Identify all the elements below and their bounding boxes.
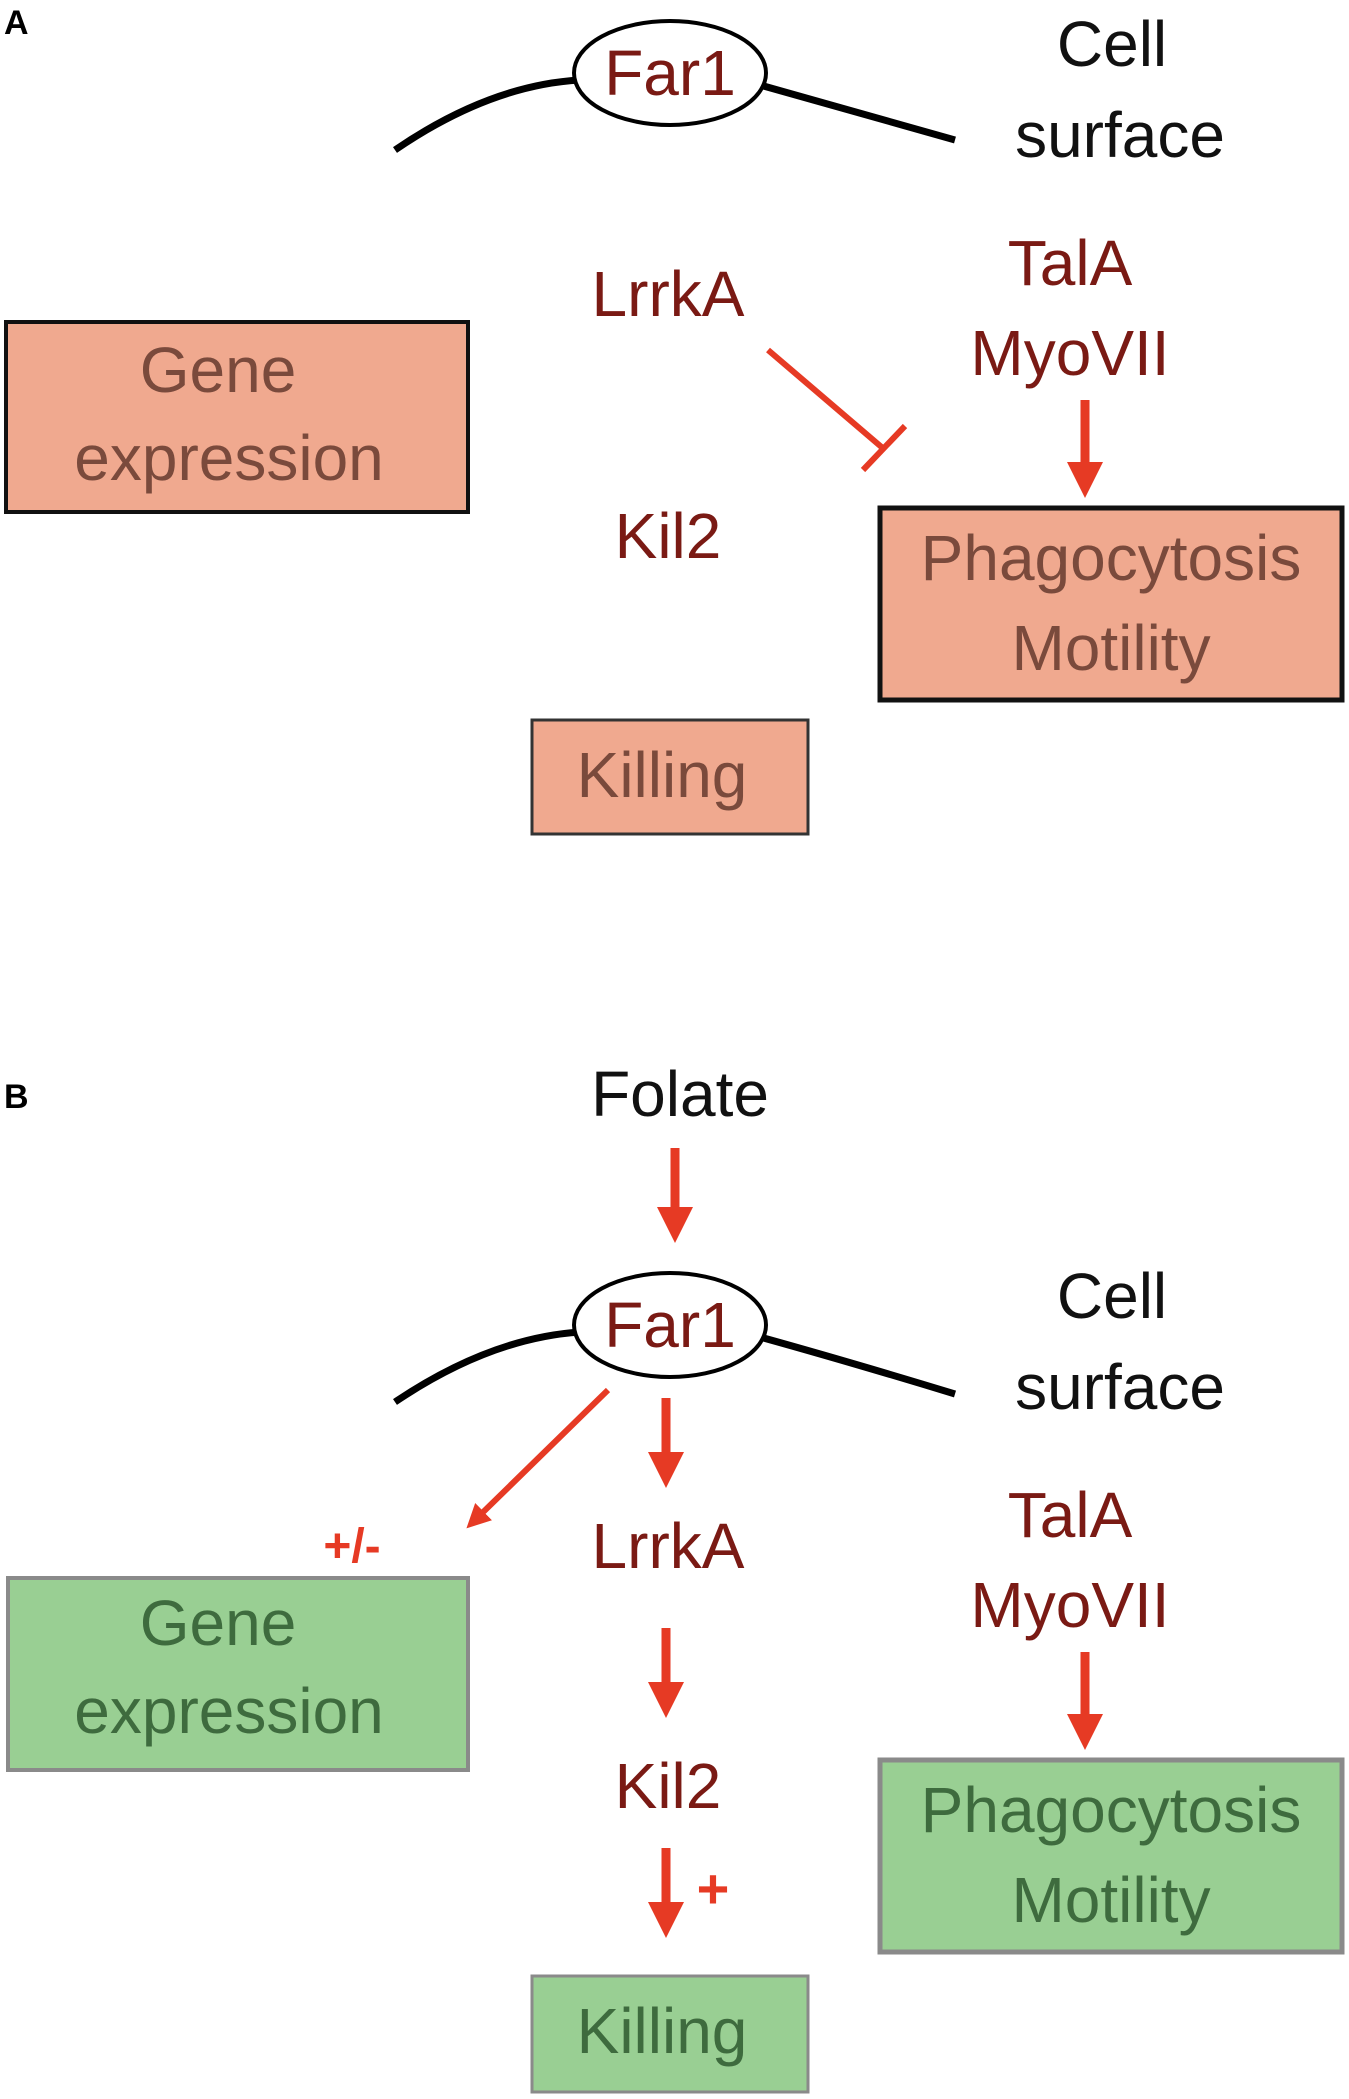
panel-a-killing-label: Killing [577,739,748,811]
panel-a-far1-label: Far1 [604,37,736,109]
panel-a-inhibition-line [766,347,887,453]
panel-a-tala-label: TalA [1008,227,1133,299]
panel-b-phagocytosis-label: Phagocytosis [921,1774,1302,1846]
panel-b-motility-label: Motility [1011,1864,1210,1936]
panel-b-far1-label: Far1 [604,1289,736,1361]
panel-b-letter: B [4,1078,29,1116]
panel-b-gene-arrow [466,1387,611,1529]
panel-b-expression-label: expression [74,1675,384,1747]
panel-b-lrrka-label: LrrkA [592,1510,745,1582]
panel-a-membrane-right [759,81,956,144]
panel-a-lrrka-label: LrrkA [592,258,745,330]
panel-a-cell-label: Cell [1057,8,1167,80]
panel-b-surface-label: surface [1015,1351,1225,1423]
panel-b: B Folate Far1 Cell surface +/- LrrkA Kil… [4,1058,1345,2094]
panel-a-myovii-label: MyoVII [970,317,1169,389]
panel-b-gene-label: Gene [140,1587,297,1659]
panel-a-far1-receptor [572,19,768,127]
panel-a-letter: A [4,4,29,42]
panel-b-killing-box [530,1974,810,2094]
panel-a: A Far1 Cell surface LrrkA TalA MyoVII Ki… [4,4,1345,836]
panel-b-kil2-label: Kil2 [615,1750,722,1822]
panel-a-phagocytosis-box [877,505,1345,703]
panel-b-killing-sign: + [697,1857,730,1920]
panel-b-folate-label: Folate [591,1058,769,1130]
panel-a-motility-label: Motility [1011,612,1210,684]
panel-a-inhibition-bar [860,423,908,473]
panel-a-surface-label: surface [1015,99,1225,171]
panel-a-kil2-label: Kil2 [615,500,722,572]
panel-b-gene-expression-box [6,1576,470,1772]
panel-b-membrane-left [393,1328,581,1405]
panel-a-expression-label: expression [74,422,384,494]
panel-b-membrane-right [759,1333,957,1398]
panel-a-phagocytosis-label: Phagocytosis [921,522,1302,594]
panel-a-gene-expression-box [4,320,470,514]
panel-a-gene-label: Gene [140,334,297,406]
panel-b-cell-label: Cell [1057,1260,1167,1332]
panel-a-membrane-left [393,76,581,153]
panel-b-killing-label: Killing [577,1995,748,2067]
panel-b-far1-receptor [572,1271,768,1379]
panel-b-tala-label: TalA [1008,1479,1133,1551]
panel-b-myovii-label: MyoVII [970,1569,1169,1641]
panel-b-gene-sign: +/- [323,1520,380,1573]
panel-b-phagocytosis-box [877,1757,1345,1955]
panel-a-killing-box [530,718,810,836]
